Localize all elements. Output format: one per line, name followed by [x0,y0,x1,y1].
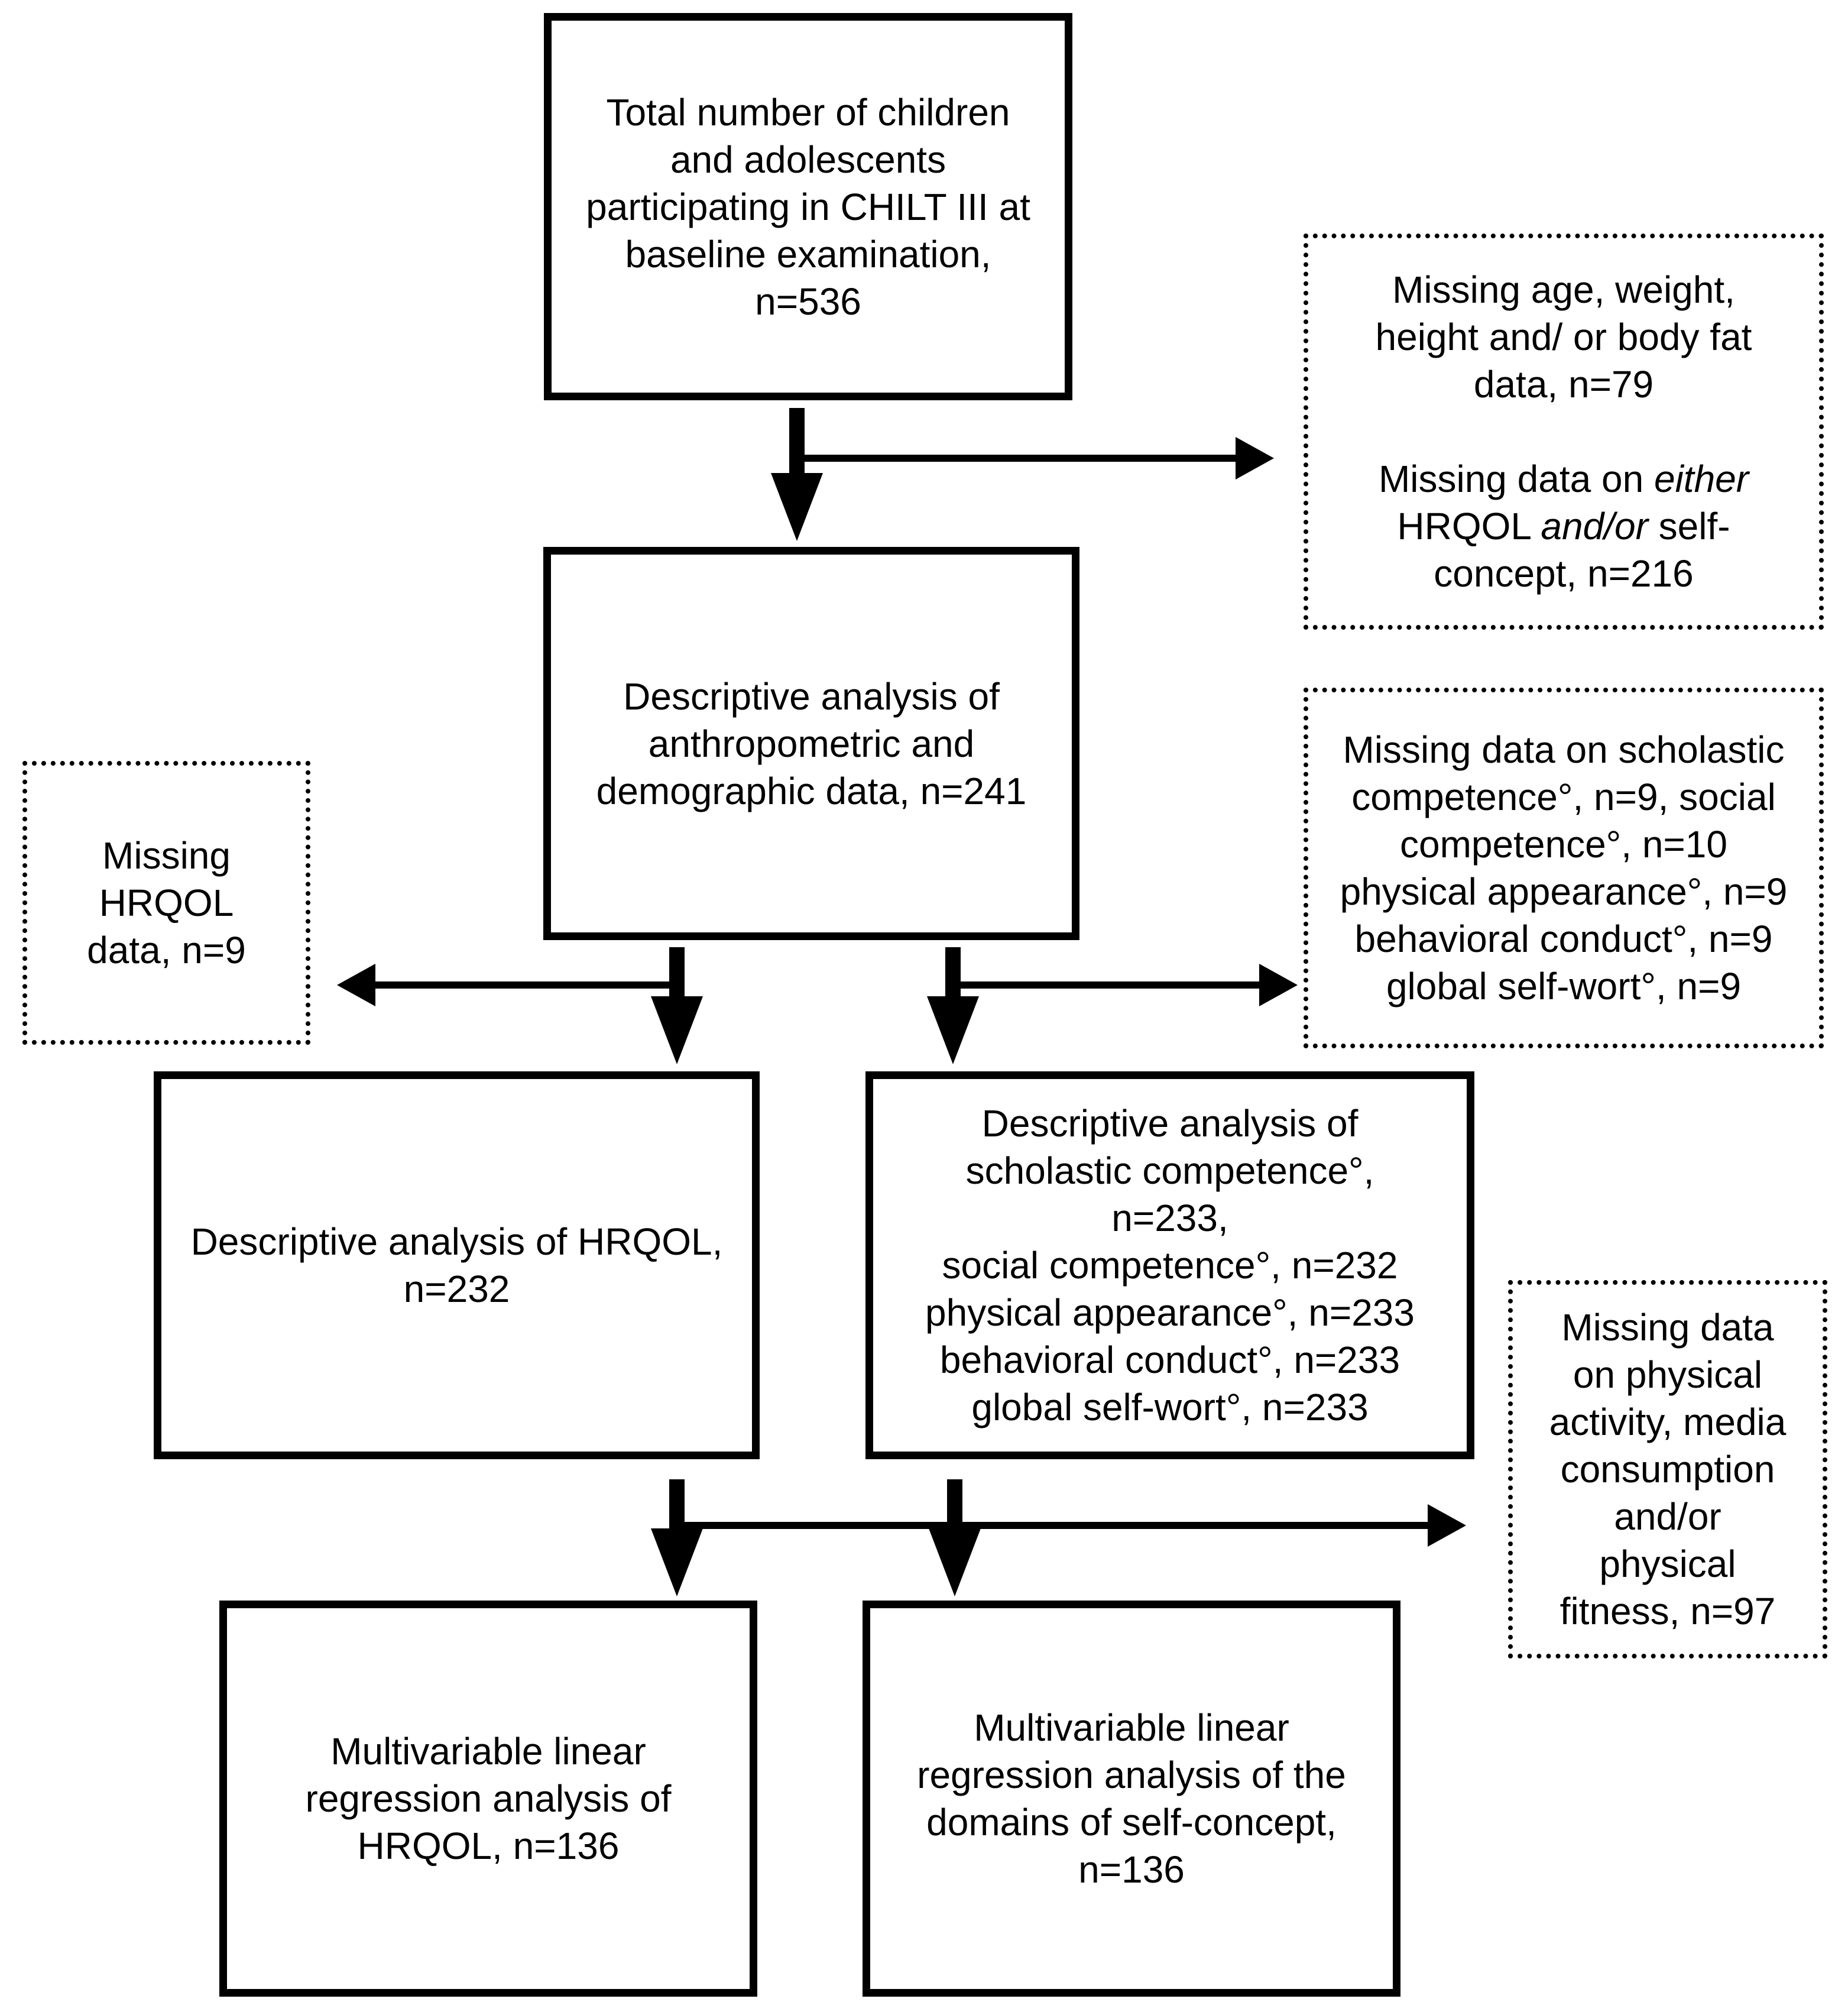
box-text-line: global self-wort°, n=233 [971,1386,1369,1428]
box-text-line: Descriptive analysis of [981,1102,1359,1145]
box-text-line: physical appearance°, n=9 [1340,870,1788,913]
arrow-selfconcept-to-regression [929,1479,981,1596]
box-text-line: and adolescents [670,138,946,181]
arrow-hrqol-to-regression [651,1479,703,1596]
box-text-line: physical appearance°, n=233 [925,1291,1415,1334]
box-text-line: demographic data, n=241 [596,769,1027,812]
box-text-line: competence°, n=10 [1400,823,1727,866]
box-text-line: behavioral conduct°, n=9 [1354,918,1773,960]
box-text-line: and/or [1614,1495,1721,1538]
arrow-branch-missing-hrqol [337,964,677,1006]
arrow-total-to-anthro [771,408,823,541]
box-text-line: Missing data on scholastic [1343,728,1785,771]
arrow-branch-missing-anthro [797,437,1274,480]
box-text-line: HRQOL and/or self- [1397,503,1730,550]
box-text-line: domains of self-concept, [926,1801,1337,1844]
box-text-line: concept, n=216 [1434,552,1694,595]
box-text-line: competence°, n=9, social [1351,776,1776,818]
box-text-line: Descriptive analysis of [623,675,1000,718]
box-text-line: participating in CHILT III at [586,185,1030,228]
box-text-line: baseline examination, [625,232,991,276]
box-text-line: Multivariable linear [974,1706,1289,1749]
italic-text-segment: either [1654,458,1749,500]
box-text-line: n=536 [755,280,861,323]
box-text-line: regression analysis of [305,1777,672,1820]
box-text-line: anthropometric and [648,722,975,765]
box-text-line: physical [1599,1543,1736,1585]
box-text-line: data, n=9 [87,929,246,971]
box-text-line: HRQOL [99,882,234,924]
box-text-line [1558,408,1569,455]
box-text-line: consumption [1560,1448,1775,1491]
box-text-line: Missing data on either [1379,455,1749,503]
box-text-line: social competence°, n=232 [942,1244,1398,1287]
box-text-line: activity, media [1549,1401,1787,1443]
arrow-anthro-to-selfconcept [927,947,979,1064]
text-segment: Missing data on [1378,458,1654,500]
box-text-line: Total number of children [606,90,1010,134]
box-text-line: height and/ or body fat [1375,316,1752,358]
box-missing-selfconcept-items: Missing data on scholastic competence°, n… [1304,688,1824,1048]
box-text-line: Missing [102,834,231,877]
box-text-line: global self-wort°, n=9 [1386,965,1742,1008]
box-regression-selfconcept: Multivariable linear regression analysis … [863,1601,1400,1997]
box-missing-anthro-data: Missing age, weight, height and/ or body … [1304,234,1824,630]
text-segment: self- [1648,505,1730,548]
box-text-line: Missing age, weight, [1392,268,1735,311]
arrow-branch-missing-selfconcept [953,964,1298,1006]
box-text-line: fitness, n=97 [1560,1590,1776,1632]
box-text-line: n=136 [1078,1848,1185,1891]
box-text-line: Descriptive analysis of HRQOL, [190,1220,723,1263]
box-text-line: Missing data [1561,1306,1774,1349]
arrow-branch-missing-activity [677,1504,1466,1547]
arrow-anthro-to-hrqol [651,947,703,1064]
text-segment: HRQOL [1397,505,1541,548]
box-text-line: scholastic competence°, [965,1149,1374,1192]
box-text-line: behavioral conduct°, n=233 [939,1339,1400,1381]
box-descriptive-hrqol: Descriptive analysis of HRQOL, n=232 [154,1071,760,1459]
box-text-line: data, n=79 [1473,363,1654,406]
box-text-line: n=232 [403,1268,510,1310]
box-text-line: HRQOL, n=136 [357,1825,620,1867]
box-text-line: regression analysis of the [917,1754,1346,1796]
box-text-line: n=233, [1111,1197,1228,1239]
box-text-line: Multivariable linear [330,1730,646,1773]
italic-text-segment: and/or [1541,505,1648,548]
box-text-line: on physical [1573,1353,1763,1396]
